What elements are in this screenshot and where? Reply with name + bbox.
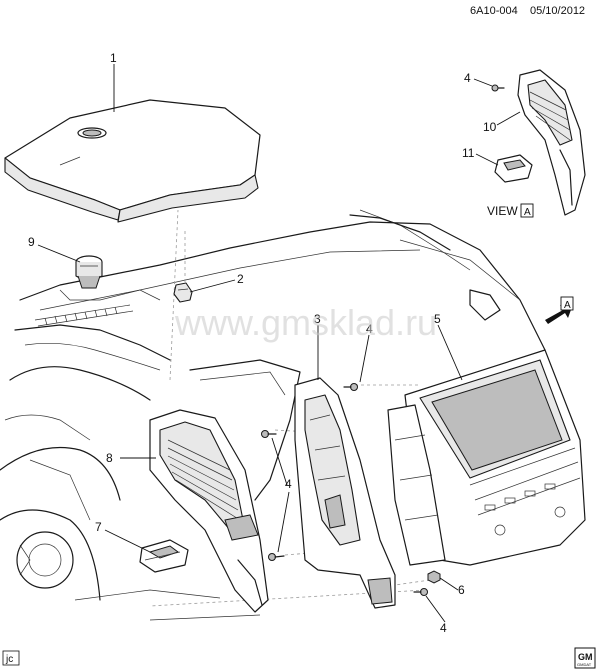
view-letter: A [524, 207, 531, 218]
footer-tag-box [2, 650, 20, 666]
callout-2: 2 [237, 272, 244, 286]
callout-10: 10 [483, 120, 497, 134]
callout-11: 11 [462, 146, 475, 160]
view-a-detail [494, 69, 586, 216]
bolt-d [413, 588, 428, 596]
callout-7: 7 [95, 520, 102, 534]
view-letter-box [520, 203, 534, 218]
callout-4b: 4 [285, 477, 292, 491]
watermark: www.gmsklad.ru [174, 302, 437, 343]
part-8-left-vent [149, 409, 269, 613]
diagram-code: 6A10-004 [470, 5, 518, 17]
callout-3: 3 [314, 312, 321, 326]
bolt-a [343, 383, 358, 391]
leader-lines [37, 64, 521, 623]
dashboard-background [0, 209, 546, 621]
svg-text:A: A [564, 300, 571, 311]
bolt-b [261, 430, 277, 438]
part-6-nut [427, 570, 441, 584]
part-5-display-unit [387, 349, 586, 566]
gm-logo: GM GMDAT [574, 647, 596, 669]
bolt-e [491, 84, 505, 92]
callout-4c: 4 [440, 621, 447, 635]
phantom-lines [149, 209, 431, 607]
view-label: VIEW [487, 204, 518, 218]
part-3-bracket [294, 377, 396, 609]
diagram-date: 05/10/2012 [530, 5, 585, 17]
callout-numbers: 1 2 3 4 4 4 4 5 6 7 8 9 10 11 [28, 51, 497, 635]
footer-tag: jc [5, 654, 13, 665]
svg-text:GMDAT: GMDAT [577, 662, 592, 667]
callout-5: 5 [434, 312, 441, 326]
view-direction-arrow: A [545, 296, 574, 324]
part-7-switch [139, 539, 189, 573]
part-9-sensor [75, 255, 103, 289]
bolt-c [268, 553, 285, 561]
callout-8: 8 [106, 451, 113, 465]
callout-1: 1 [110, 51, 117, 65]
callout-4d: 4 [464, 71, 471, 85]
callout-9: 9 [28, 235, 35, 249]
svg-text:GM: GM [578, 652, 593, 662]
part-2-clip [173, 282, 193, 303]
callout-6: 6 [458, 583, 465, 597]
part-1-trim-pad [4, 99, 261, 223]
callout-4a: 4 [366, 322, 373, 336]
part-4-bolts [261, 84, 505, 596]
